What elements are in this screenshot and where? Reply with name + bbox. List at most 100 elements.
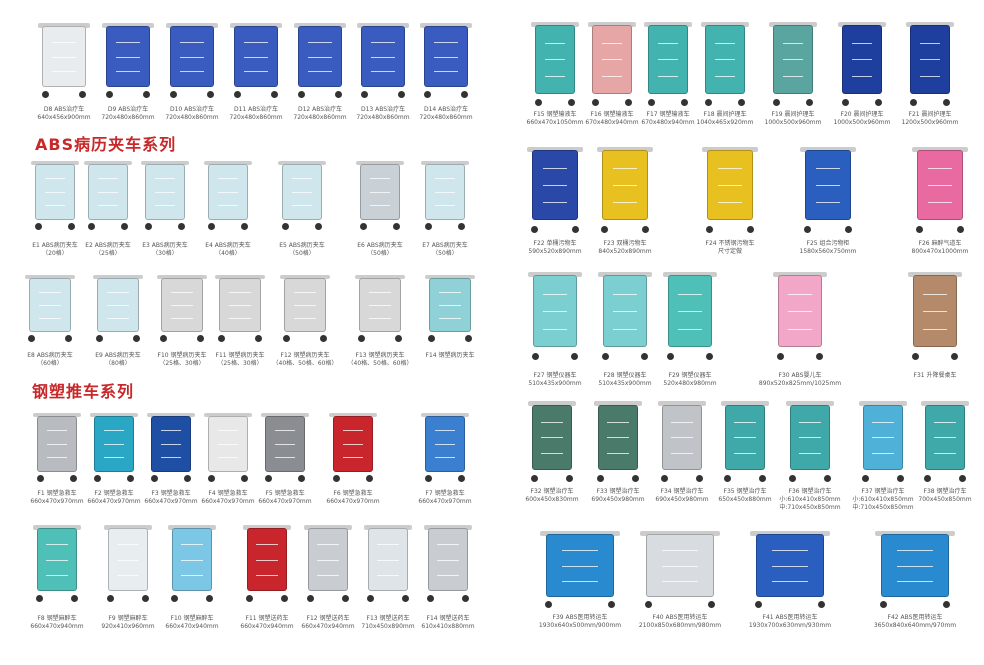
product-size: （25格、30格）	[159, 360, 205, 367]
product-size: 2100x850x680mm/980mm	[638, 622, 722, 629]
product-name: F8 钢塑麻醉车	[37, 615, 77, 622]
wheel-icon	[107, 595, 115, 602]
wheel-icon	[458, 223, 466, 230]
drawer-line	[799, 437, 821, 439]
drawer-line	[771, 550, 809, 552]
drawer-line	[217, 430, 239, 432]
drawer-line	[782, 76, 804, 78]
wheel-icon	[393, 223, 401, 230]
drawer-line	[788, 311, 812, 313]
product-name: F28 钢塑仪器车	[603, 372, 647, 379]
product-image	[589, 398, 647, 482]
cart-body	[246, 528, 288, 591]
product-name: F33 钢塑治疗车	[596, 488, 640, 495]
drawer-line	[291, 205, 313, 207]
wheel-icon	[645, 601, 653, 608]
cart-top	[33, 412, 81, 418]
product-name: F38 钢塑治疗车	[923, 488, 967, 495]
wheel-icon	[571, 353, 579, 360]
wheel-icon	[64, 335, 72, 342]
drawer-line	[342, 457, 364, 459]
product-size: 1000x500x960mm	[833, 119, 891, 126]
wheel-icon	[755, 601, 763, 608]
product-image	[632, 528, 728, 608]
product-image	[867, 528, 963, 608]
wheel-icon	[880, 601, 888, 608]
drawer-line	[923, 293, 947, 295]
product-image	[523, 398, 581, 482]
product-name: F6 钢塑急救车	[333, 490, 373, 497]
drawer-line	[734, 453, 756, 455]
cart-top	[906, 21, 954, 27]
drawer-line	[434, 443, 456, 445]
product-name: F36 钢塑治疗车	[788, 488, 832, 495]
drawer-line	[103, 457, 125, 459]
product-image	[352, 158, 408, 230]
drawer-line	[717, 185, 743, 187]
wheel-icon	[806, 99, 814, 106]
drawer-line	[170, 291, 194, 293]
wheel-icon	[666, 353, 674, 360]
drawer-line	[934, 453, 956, 455]
drawer-line	[97, 205, 119, 207]
product-image	[415, 20, 477, 98]
drawer-line	[274, 443, 296, 445]
cart-body	[161, 277, 203, 333]
drawer-line	[291, 178, 313, 180]
product-image	[352, 20, 414, 98]
wheel-icon	[359, 223, 367, 230]
wheel-icon	[464, 335, 472, 342]
cart-top	[908, 271, 962, 278]
drawer-line	[612, 202, 638, 204]
product-image	[765, 18, 821, 106]
wheel-icon	[144, 223, 152, 230]
drawer-line	[541, 437, 563, 439]
product-image	[742, 528, 838, 608]
product-item: E2 ABS病历夹车（25格）	[70, 158, 146, 257]
wheel-icon	[695, 475, 703, 482]
drawer-line	[851, 59, 873, 61]
cart-body	[531, 150, 579, 221]
drawer-line	[434, 71, 458, 73]
drawer-line	[923, 328, 947, 330]
wheel-icon	[776, 353, 784, 360]
drawer-line	[116, 71, 140, 73]
cart-body	[912, 275, 958, 348]
product-image	[200, 158, 256, 230]
cart-body	[37, 415, 77, 472]
cart-body	[597, 404, 639, 471]
product-image	[80, 158, 136, 230]
drawer-line	[717, 202, 743, 204]
wheel-icon	[241, 223, 249, 230]
wheel-icon	[427, 595, 435, 602]
cart-body	[532, 275, 578, 348]
cart-top	[858, 401, 908, 407]
drawer-line	[117, 574, 139, 576]
product-image	[97, 20, 159, 98]
cart-body	[862, 404, 904, 471]
drawer-line	[927, 202, 953, 204]
product-image	[200, 410, 256, 482]
drawer-line	[317, 559, 339, 561]
drawer-line	[244, 41, 268, 43]
product-caption: F13 钢塑病历夹车（40格、50格、60格）	[340, 352, 420, 368]
wheel-icon	[121, 223, 129, 230]
cart-body	[42, 26, 86, 88]
product-image	[289, 20, 351, 98]
product-image	[86, 410, 142, 482]
wheel-icon	[367, 595, 375, 602]
cart-top	[773, 271, 827, 278]
wheel-icon	[184, 475, 192, 482]
